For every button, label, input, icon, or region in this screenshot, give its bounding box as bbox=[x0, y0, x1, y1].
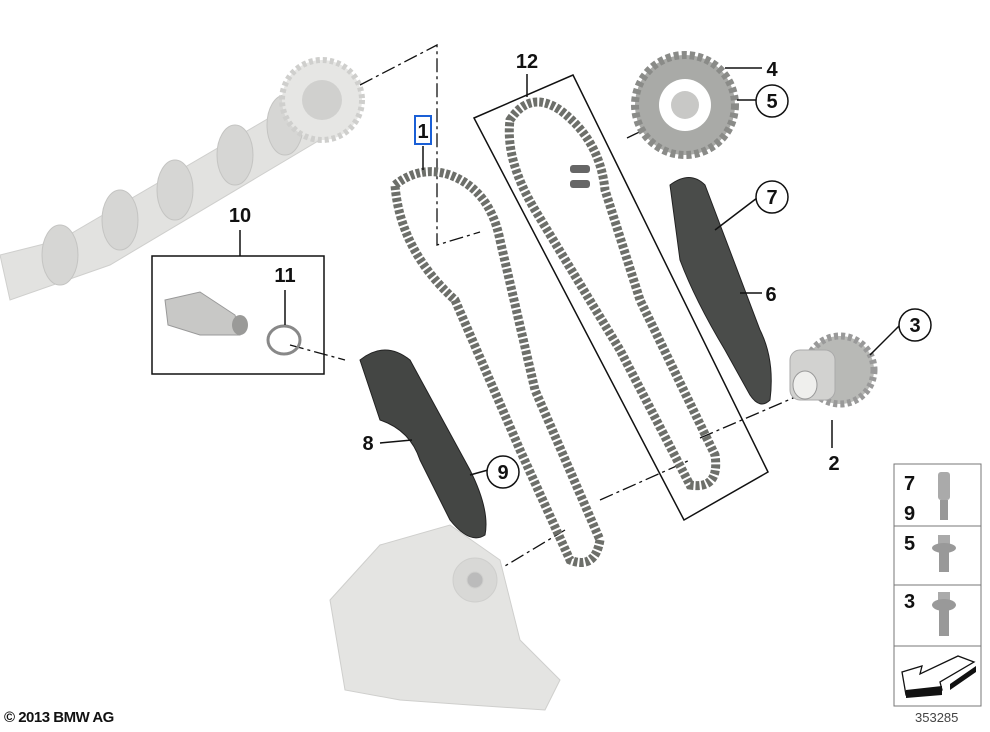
high-pressure-pump bbox=[329, 524, 561, 711]
flange-bolt-icon bbox=[932, 535, 956, 572]
legend-label-7: 7 bbox=[904, 473, 915, 495]
svg-text:10: 10 bbox=[229, 205, 251, 227]
leader-lines bbox=[239, 67, 901, 476]
sealing-ring bbox=[266, 324, 302, 356]
svg-text:11: 11 bbox=[274, 265, 295, 287]
svg-text:4: 4 bbox=[766, 59, 778, 81]
callout-10[interactable]: 10 bbox=[229, 205, 251, 227]
sleeve-bolt-icon bbox=[938, 472, 950, 520]
svg-text:12: 12 bbox=[516, 51, 538, 73]
legend-label-9: 9 bbox=[904, 503, 915, 525]
callout-5[interactable]: 5 bbox=[755, 84, 789, 118]
timing-chain-1 bbox=[390, 167, 605, 567]
callout-8[interactable]: 8 bbox=[362, 433, 373, 455]
hardware-legend: 7 9 5 3 bbox=[893, 463, 982, 707]
svg-text:7: 7 bbox=[766, 187, 777, 209]
tensioning-rail bbox=[359, 349, 487, 539]
callout-1[interactable]: 1 bbox=[414, 115, 432, 145]
chain-set-box bbox=[472, 74, 769, 522]
copyright-text: © 2013 BMW AG bbox=[4, 709, 114, 726]
tensioner-group-box bbox=[151, 255, 325, 375]
svg-text:6: 6 bbox=[765, 284, 776, 306]
guide-rail bbox=[669, 177, 772, 405]
callout-11[interactable]: 11 bbox=[274, 265, 295, 287]
legend-label-5: 5 bbox=[904, 533, 915, 555]
callout-7[interactable]: 7 bbox=[755, 180, 789, 214]
legend-label-3: 3 bbox=[904, 591, 915, 613]
svg-text:1: 1 bbox=[417, 121, 428, 143]
crankshaft-sprocket bbox=[789, 332, 878, 408]
callout-12[interactable]: 12 bbox=[516, 51, 538, 73]
svg-text:9: 9 bbox=[497, 462, 508, 484]
callout-highlight bbox=[414, 115, 432, 145]
callout-2[interactable]: 2 bbox=[828, 453, 839, 475]
sprocket bbox=[631, 51, 739, 159]
chain-tensioner bbox=[164, 291, 248, 336]
svg-text:8: 8 bbox=[362, 433, 373, 455]
diagram-number: 353285 bbox=[915, 710, 959, 725]
direction-arrow-icon bbox=[901, 655, 976, 698]
torx-bolt-icon bbox=[932, 592, 956, 636]
chain-link bbox=[570, 165, 590, 188]
svg-text:3: 3 bbox=[909, 315, 920, 337]
callout-9[interactable]: 9 bbox=[486, 455, 520, 489]
callout-6[interactable]: 6 bbox=[765, 284, 776, 306]
callout-4[interactable]: 4 bbox=[766, 59, 778, 81]
timing-chain-12 bbox=[504, 97, 721, 491]
svg-text:5: 5 bbox=[766, 91, 777, 113]
svg-text:2: 2 bbox=[828, 453, 839, 475]
camshaft bbox=[0, 57, 365, 301]
callout-3[interactable]: 3 bbox=[898, 308, 932, 342]
